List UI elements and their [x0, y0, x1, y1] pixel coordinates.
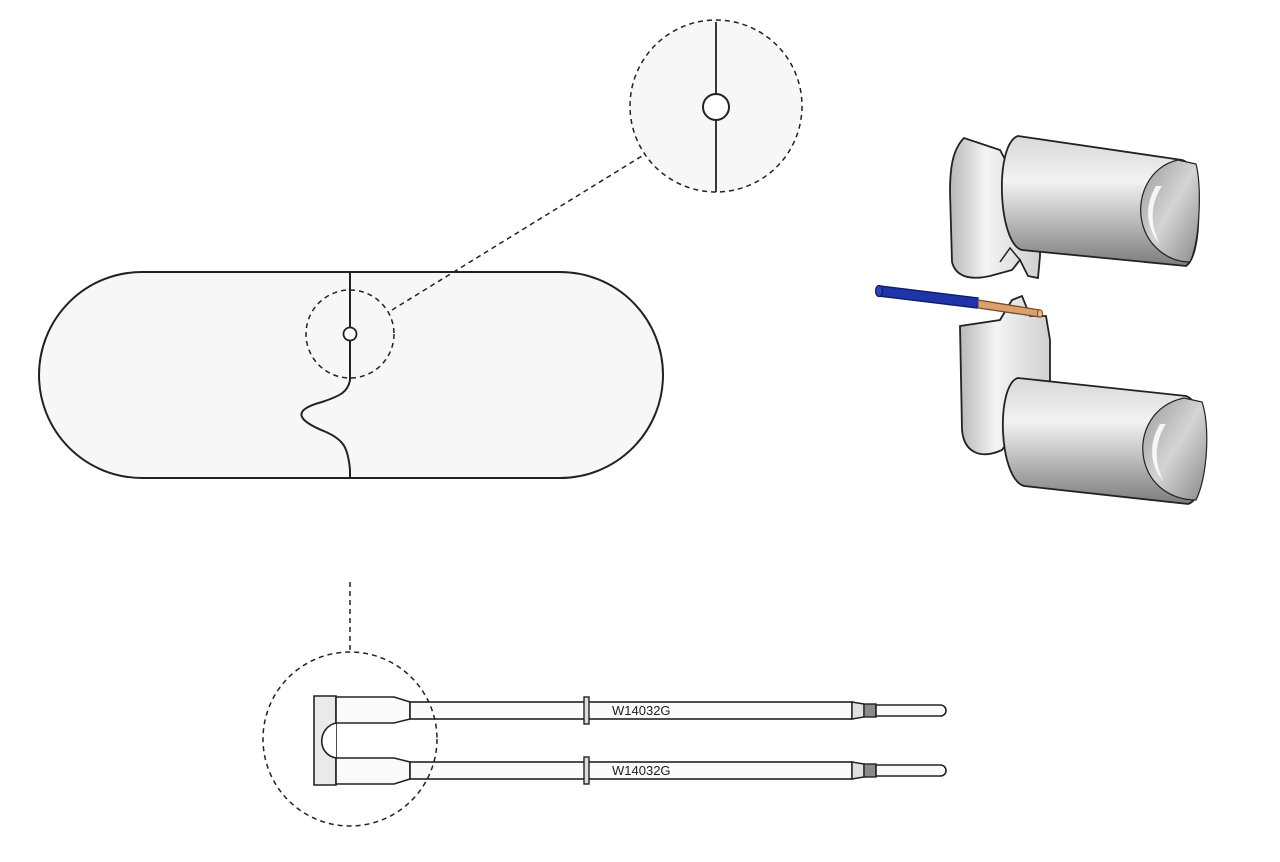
tool-upper-shank-taper [335, 696, 411, 724]
tool-lower: W14032G [335, 756, 947, 785]
die-split-line [300, 272, 351, 478]
wire-conductor-tip [1037, 309, 1043, 318]
detail-pin-hole [702, 93, 730, 121]
tool-lower-shank-taper [335, 757, 411, 785]
detail-magnified [629, 19, 803, 193]
tool-lower-neck [851, 761, 865, 780]
upper-jaw-notch [999, 246, 1021, 263]
wire [874, 284, 1043, 318]
tool-upper-ring [583, 696, 590, 725]
tool-upper-tip [875, 704, 947, 717]
lower-jaw [959, 294, 1208, 505]
tool-lower-ring [583, 756, 590, 785]
tool-lower-part-number: W14032G [612, 763, 671, 778]
lower-barrel-highlight [1152, 424, 1166, 482]
tool-lower-tip [875, 764, 947, 777]
tool-detail-callout [262, 651, 438, 827]
upper-jaw [949, 135, 1200, 280]
tool-side-view: W14032G W14032G [262, 582, 947, 827]
wire-insulation-end [874, 284, 884, 298]
upper-barrel-highlight [1148, 186, 1162, 244]
tool-upper-part-number: W14032G [612, 703, 671, 718]
tool-upper: W14032G [335, 696, 947, 725]
tool-upper-neck [851, 701, 865, 720]
detail-callout-small [305, 289, 395, 379]
detail-leader-line [391, 155, 643, 311]
lower-jaw-plate [959, 294, 1051, 456]
crimp-jaws-3d [874, 135, 1208, 505]
wire-insulation [877, 285, 979, 309]
tool-lower-collar [863, 763, 877, 778]
tool-u-bend [321, 722, 337, 759]
die-face [38, 155, 664, 479]
tool-upper-collar [863, 703, 877, 718]
die-pin-hole [342, 326, 358, 342]
